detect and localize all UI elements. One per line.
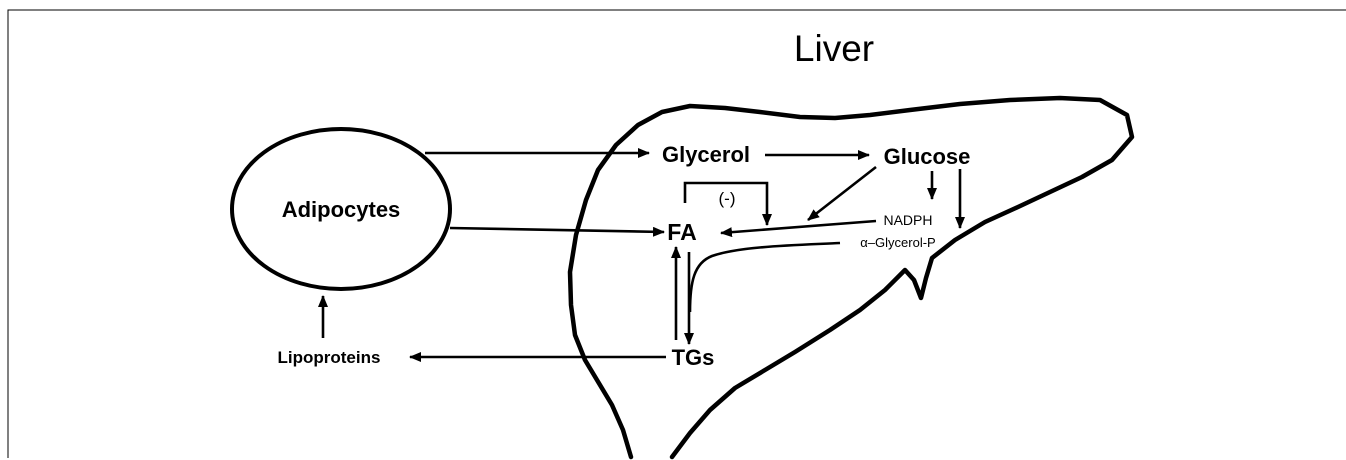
arrow-adipocytes-to-fa: [450, 228, 664, 232]
tgs-label: TGs: [672, 345, 715, 370]
glycerol-label: Glycerol: [662, 142, 750, 167]
arrow-glucose-to-fa: [808, 167, 876, 220]
adipocytes-label: Adipocytes: [282, 197, 401, 222]
lipoproteins-label: Lipoproteins: [278, 348, 381, 367]
arrow-nadph-to-fa: [721, 221, 876, 233]
glucose-label: Glucose: [884, 144, 971, 169]
alpha-glycerol-p-label: α–Glycerol-P: [860, 235, 935, 250]
inhibition-label: (-): [719, 189, 736, 208]
diagram-title: Liver: [794, 28, 874, 69]
liver-outline: [570, 98, 1132, 457]
fa-label: FA: [667, 219, 696, 245]
arrow-alpha-glycerol-p-to-tgs-line: [690, 243, 840, 312]
nadph-label: NADPH: [883, 212, 932, 228]
